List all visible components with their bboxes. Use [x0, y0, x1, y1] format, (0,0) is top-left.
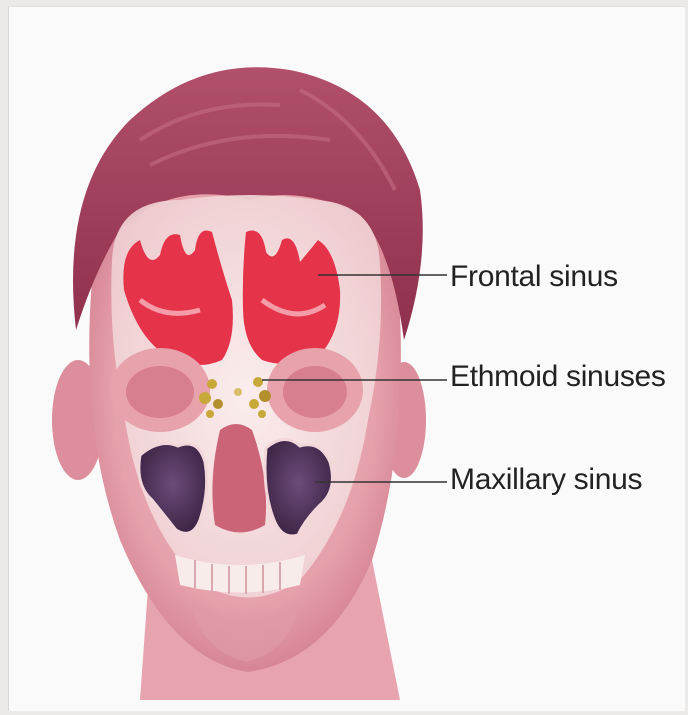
maxillary-sinus-label: Maxillary sinus	[450, 465, 642, 495]
ethmoid-sinuses-label: Ethmoid sinuses	[450, 362, 666, 392]
frontal-sinus-label: Frontal sinus	[450, 262, 618, 292]
right-orbit-inner	[283, 366, 347, 418]
frontal-sinus-right	[243, 231, 340, 364]
left-orbit-inner	[126, 366, 194, 418]
